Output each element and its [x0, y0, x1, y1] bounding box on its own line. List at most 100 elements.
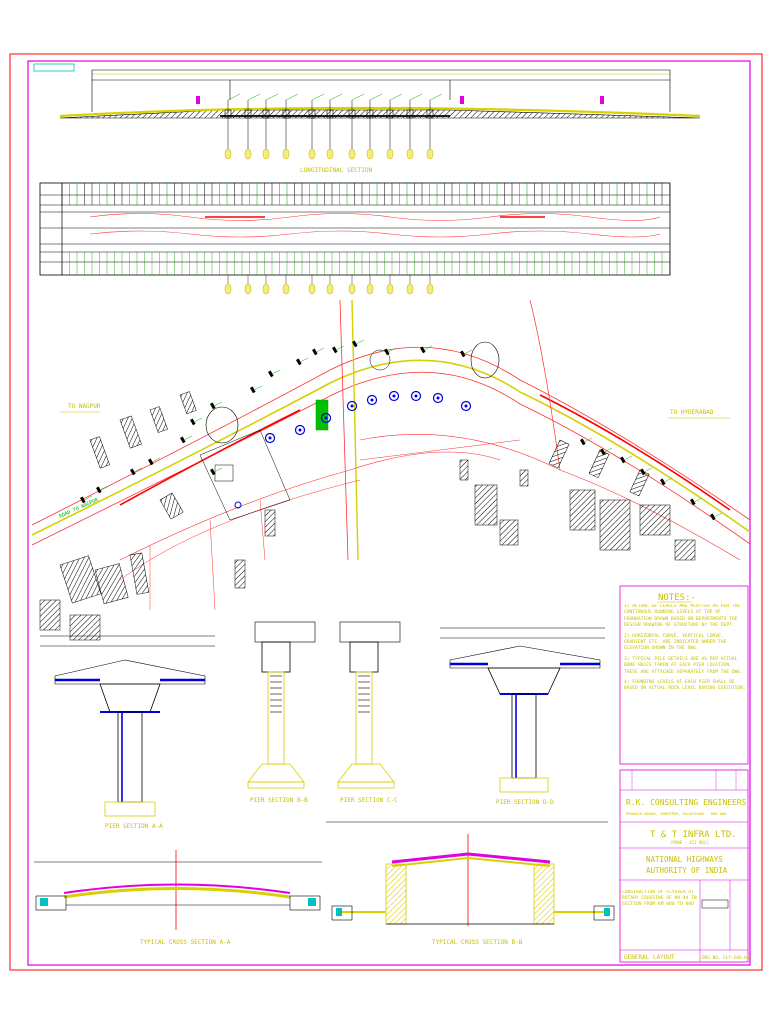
plan-pier-marker	[320, 412, 332, 424]
plan-pier-marker	[432, 392, 444, 404]
elevation-pier-cap	[326, 109, 334, 119]
plan-pier-center	[464, 404, 468, 408]
elevation-pier-cap	[348, 109, 356, 119]
plan-pier-marker	[294, 424, 306, 436]
tree-leader	[713, 512, 723, 518]
note-3: 3) TYPICAL PILE DETAILS ARE AS PER ACTUA…	[624, 656, 743, 675]
inner-magenta-border	[27, 60, 751, 966]
tree-mark	[600, 448, 606, 456]
tree-mark	[296, 358, 302, 366]
elevation-pier-cap	[244, 109, 252, 119]
tree-leader	[315, 347, 325, 353]
tree-mark	[351, 340, 358, 348]
pier-bubble	[244, 148, 252, 160]
notes-heading: NOTES:-	[658, 593, 696, 603]
building	[234, 559, 246, 589]
elevation-leader	[329, 93, 343, 101]
building	[264, 509, 276, 537]
plan-pier-center	[414, 394, 418, 398]
elevation-leader	[429, 93, 443, 101]
building	[499, 519, 519, 546]
tree-leader	[151, 457, 161, 463]
elevation-pier-cap	[426, 109, 434, 119]
elevation-pier-cap	[282, 109, 290, 119]
tree-leader	[183, 435, 193, 441]
note-2: 2) HORIZONTAL CURVE, VERTICAL CURVE, GRA…	[624, 633, 727, 652]
building	[59, 555, 102, 604]
tree-leader	[99, 485, 109, 491]
pier-section-c: PIER SECTION C-C	[337, 621, 401, 804]
building	[159, 492, 184, 520]
building	[39, 599, 61, 631]
elevation-view: LONGITUDINAL SECTION	[33, 63, 701, 174]
plan-pier-center	[268, 436, 272, 440]
plan-pier-center	[370, 398, 374, 402]
pier-bubble	[366, 283, 374, 295]
tree-mark	[95, 486, 102, 494]
tree-leader	[299, 357, 309, 363]
tree-mark	[268, 370, 274, 378]
project-title: CONSTRUCTION OF FLYOVER AT ROTARY CROSSI…	[622, 890, 697, 907]
elevation-leader	[247, 93, 261, 101]
pier-bubble	[326, 148, 334, 160]
tree-mark	[147, 458, 154, 466]
drawing-title: GENERAL LAYOUT	[624, 954, 675, 961]
contractor-name: T & T INFRA LTD.	[650, 830, 737, 840]
pier-bubble	[426, 148, 434, 160]
plan-pier-center	[324, 416, 328, 420]
plan-pier-marker	[366, 394, 378, 406]
elevation-leader	[389, 93, 403, 101]
pier-bubble	[366, 148, 374, 160]
tree-leader	[335, 345, 345, 351]
pier-bubble	[406, 283, 414, 295]
pier-a-title: PIER SECTION A-A	[105, 823, 163, 830]
elevation-pier-cap	[386, 109, 394, 119]
building	[599, 499, 631, 551]
elevation-marker	[600, 96, 604, 104]
building	[149, 406, 168, 433]
client-line-2: AUTHORITY OF INDIA	[646, 866, 728, 875]
elevation-leader	[265, 93, 279, 101]
pier-bubble	[426, 283, 434, 295]
pier-bubble	[406, 148, 414, 160]
tree-mark	[179, 436, 186, 444]
elevation-leader	[311, 93, 325, 101]
building	[474, 484, 498, 526]
contractor-sub: (PUNE - 411 001)	[670, 840, 709, 845]
pier-section-a: PIER SECTION A-A	[40, 635, 215, 830]
chainage-table	[39, 182, 671, 295]
client-line-1: NATIONAL HIGHWAYS	[646, 855, 723, 864]
building	[629, 469, 650, 497]
consultant-name: R.K. CONSULTING ENGINEERS	[626, 798, 747, 807]
tree-leader	[83, 495, 93, 501]
elevation-marker	[196, 96, 200, 104]
tree-mark	[209, 468, 216, 476]
elevation-leader	[409, 93, 423, 101]
pier-section-d: PIER SECTION D-D	[440, 627, 605, 806]
building	[588, 449, 610, 479]
tree-leader	[253, 385, 263, 391]
tree-mark	[129, 468, 136, 476]
elevation-leader	[285, 93, 299, 101]
pier-bubble	[244, 283, 252, 295]
tree-mark	[709, 513, 716, 521]
building	[129, 552, 150, 595]
tree-mark	[332, 346, 338, 354]
plan-pier-marker	[264, 432, 276, 444]
tree-leader	[133, 467, 143, 473]
building	[89, 436, 110, 469]
title-block: R.K. CONSULTING ENGINEERS PRAKASH NAGAR,…	[619, 769, 750, 963]
plan-pier-center	[436, 396, 440, 400]
plan-pier-marker	[388, 390, 400, 402]
plan-pier-marker	[234, 501, 242, 509]
plan-pier-center	[392, 394, 396, 398]
building	[519, 469, 529, 487]
pier-bubble	[262, 148, 270, 160]
tree-leader	[583, 437, 593, 443]
elevation-leader	[351, 93, 365, 101]
tree-leader	[271, 369, 281, 375]
cross-left-title: TYPICAL CROSS SECTION A-A	[140, 939, 231, 946]
pier-bubble	[308, 283, 316, 295]
elevation-pier-cap	[406, 109, 414, 119]
